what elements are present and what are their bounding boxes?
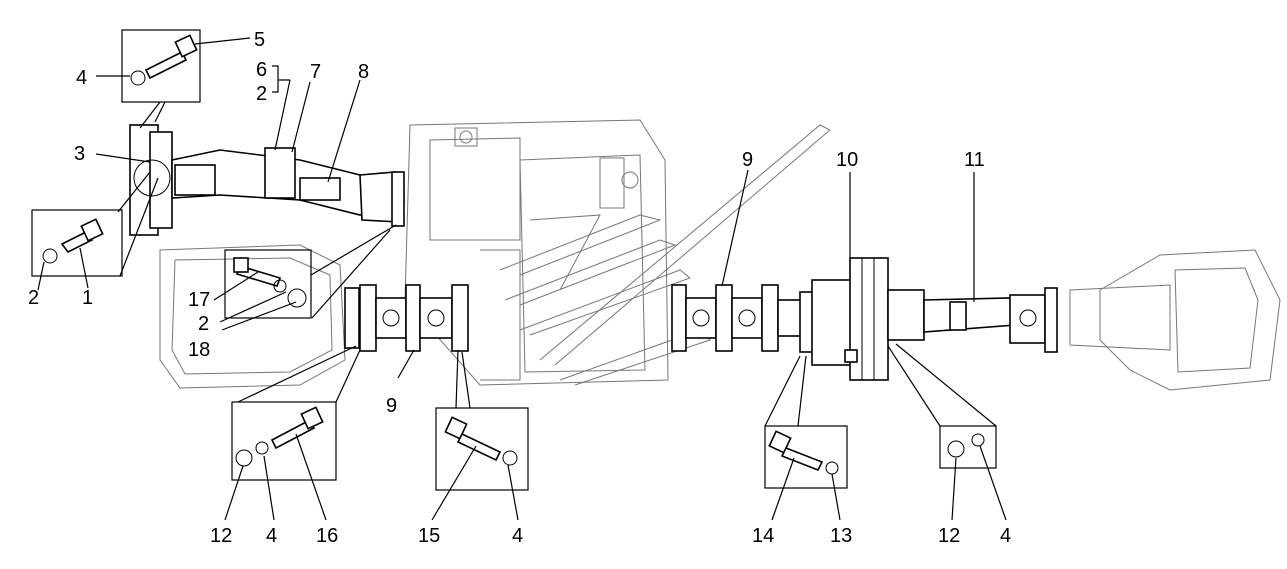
callout-4: 4 [512,525,523,547]
callout-4: 4 [266,525,277,547]
lower-left-driveshaft [344,284,469,352]
callout-12: 12 [938,525,960,547]
callout-labels: 5 4 6 2 7 8 3 2 1 17 2 18 9 10 11 9 12 4… [28,29,1011,547]
callout-2: 2 [28,287,39,309]
inset-box-15-4 [435,407,529,491]
callout-15: 15 [418,525,440,547]
callout-4: 4 [76,67,87,89]
upper-driveshaft [129,124,405,236]
callout-6: 6 [256,59,267,81]
inset-box-4-5 [121,29,201,103]
callout-12: 12 [210,525,232,547]
callout-8: 8 [358,61,369,83]
callout-14: 14 [752,525,774,547]
mount-bracket-hatch [499,124,831,386]
inset-box-12-4-16 [231,401,337,481]
callout-2: 2 [256,83,267,105]
inset-box-1-2 [31,209,123,277]
rear-driveshaft [887,287,1058,353]
inset-box-17-2-18 [224,249,312,319]
callout-16: 16 [316,525,338,547]
callout-13: 13 [830,525,852,547]
inset-box-12-4-right [939,425,997,469]
callout-10: 10 [836,149,858,171]
callout-2: 2 [198,313,209,335]
callout-9: 9 [386,395,397,417]
callout-4: 4 [1000,525,1011,547]
callout-7: 7 [310,61,321,83]
leader-lines [37,37,1007,521]
callout-11: 11 [964,149,985,171]
callout-9: 9 [742,149,753,171]
callout-1: 1 [82,287,93,309]
intermediate-support [799,257,889,381]
engine-housing-outline [159,119,1281,391]
inset-box-14-13 [764,425,848,489]
callout-3: 3 [74,143,85,165]
callout-5: 5 [254,29,265,51]
callout-17: 17 [188,289,210,311]
callout-18: 18 [188,339,210,361]
right-driveshaft [671,284,804,352]
